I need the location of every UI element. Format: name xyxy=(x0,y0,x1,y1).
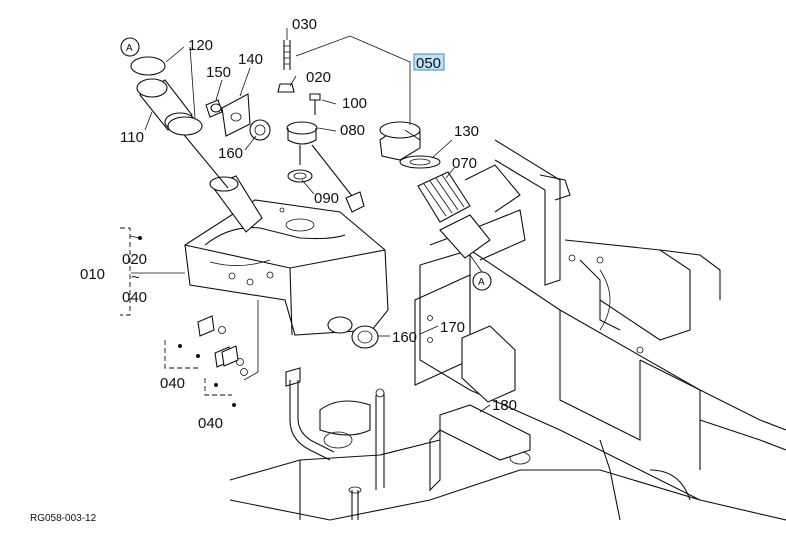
fuel-sender-080 xyxy=(286,121,365,213)
callout-160-top[interactable]: 160 xyxy=(218,145,243,162)
dashed-leaders xyxy=(120,227,259,396)
callout-040-range-end[interactable]: 040 xyxy=(122,289,147,306)
callout-150[interactable]: 150 xyxy=(206,64,231,81)
gasket-090 xyxy=(287,169,313,183)
callout-040-bottom[interactable]: 040 xyxy=(198,415,223,432)
marker-a-top-label: A xyxy=(126,43,133,54)
footer-diagram-code: RG058-003-12 xyxy=(30,513,97,524)
callout-120[interactable]: 120 xyxy=(188,37,213,54)
callout-040-left[interactable]: 040 xyxy=(160,375,185,392)
filler-neck xyxy=(439,164,521,259)
grommet-160a xyxy=(249,119,271,141)
selected-part-highlight xyxy=(413,53,445,71)
callout-180[interactable]: 180 xyxy=(492,397,517,414)
fuel-cap-050 xyxy=(379,121,421,161)
rubber-pad-170 xyxy=(461,325,516,403)
screw-100 xyxy=(309,93,321,115)
callout-050[interactable]: 050 xyxy=(416,55,441,72)
callout-100[interactable]: 100 xyxy=(342,95,367,112)
bracket-140 xyxy=(221,93,251,137)
strap-180 xyxy=(429,404,531,492)
callout-170[interactable]: 170 xyxy=(440,319,465,336)
strainer-070 xyxy=(417,171,471,223)
frame-chassis xyxy=(229,239,786,521)
callout-dots xyxy=(138,236,236,407)
breather-150 xyxy=(205,99,223,118)
nut-020 xyxy=(277,83,295,93)
callout-030[interactable]: 030 xyxy=(292,16,317,33)
callout-020-top[interactable]: 020 xyxy=(306,69,331,86)
callout-140[interactable]: 140 xyxy=(238,51,263,68)
callout-110[interactable]: 110 xyxy=(120,129,144,146)
callout-020-range-start[interactable]: 020 xyxy=(122,251,147,268)
callout-010[interactable]: 010 xyxy=(80,266,105,283)
drain-fittings-040 xyxy=(197,315,248,376)
hose-clamps-120 xyxy=(130,56,203,136)
marker-a-bottom: A xyxy=(469,254,492,291)
marker-a-bottom-label: A xyxy=(478,277,485,288)
stud-030 xyxy=(283,40,291,70)
grommet-160b xyxy=(351,325,379,349)
callout-070[interactable]: 070 xyxy=(452,155,477,172)
callout-090[interactable]: 090 xyxy=(314,190,339,207)
support-rod xyxy=(285,367,385,520)
callout-130[interactable]: 130 xyxy=(454,123,479,140)
range-tilde: ~ xyxy=(131,269,140,286)
callout-160-bottom[interactable]: 160 xyxy=(392,329,417,346)
marker-a-top: A xyxy=(120,37,140,57)
callout-labels: 030 050 120 140 150 020 100 080 110 160 … xyxy=(80,16,517,432)
callout-080[interactable]: 080 xyxy=(340,122,365,139)
gasket-130 xyxy=(399,155,441,169)
